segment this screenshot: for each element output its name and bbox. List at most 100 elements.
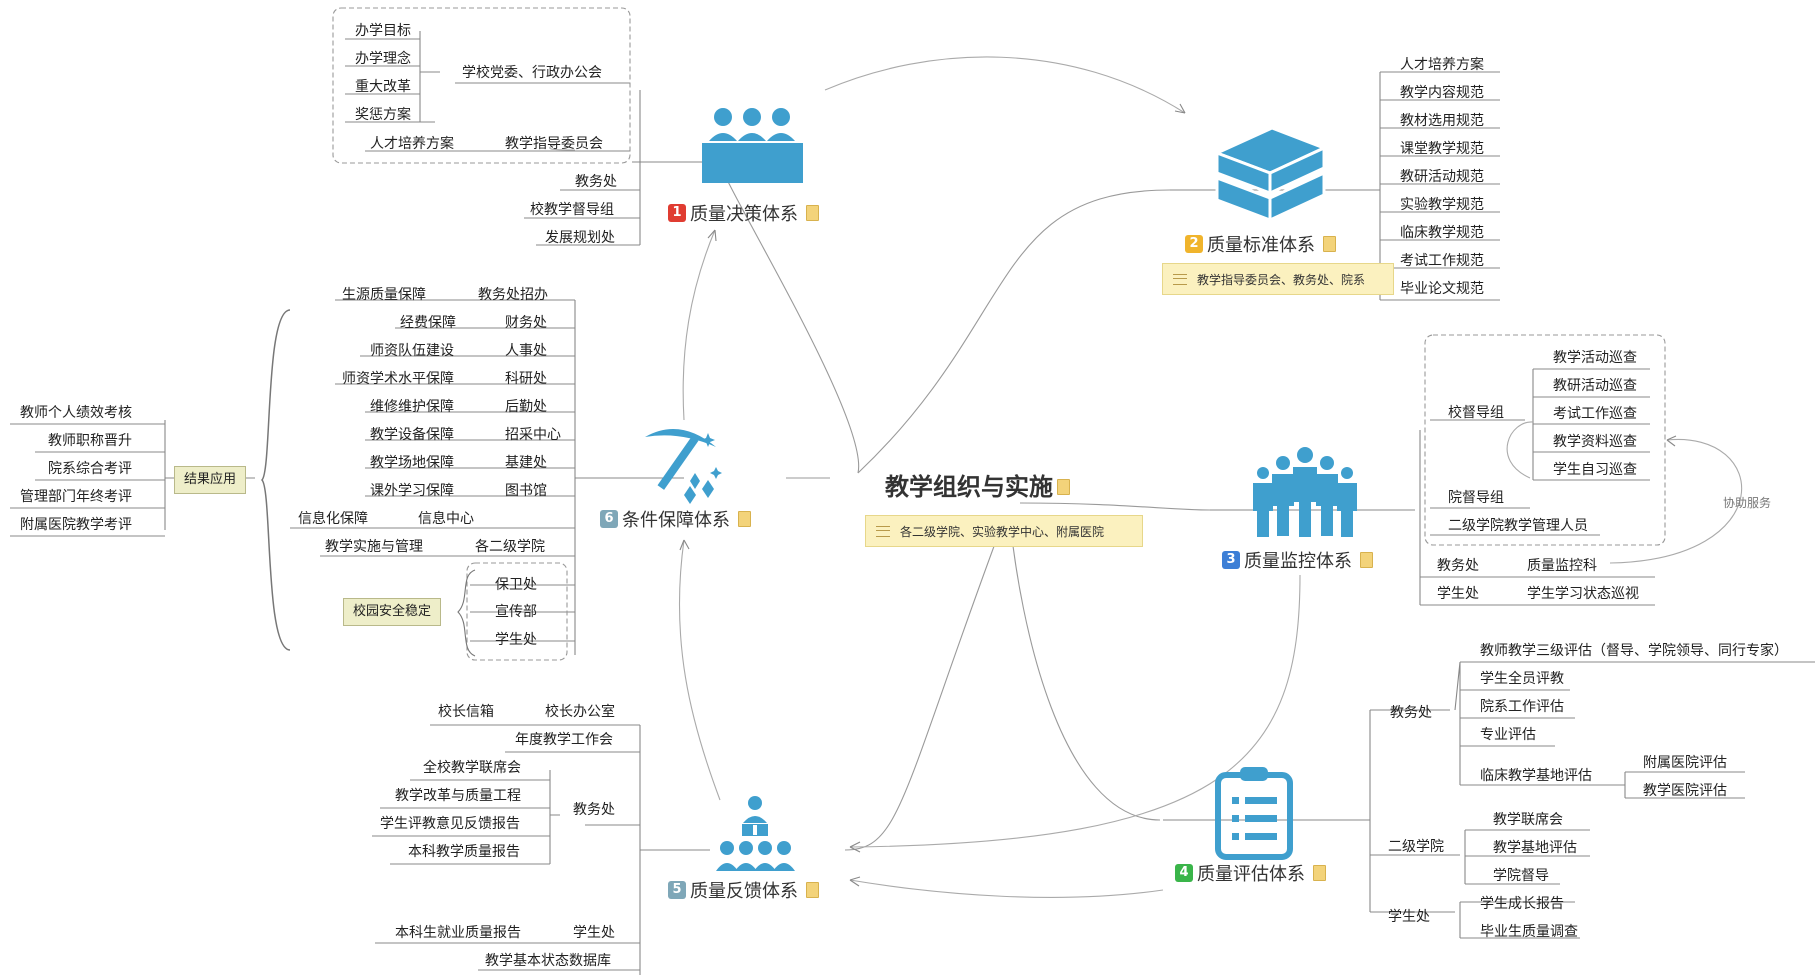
support-dept: 后勤处 (505, 399, 547, 415)
employment-report-node: 本科生就业质量报告 (395, 925, 521, 941)
badge-4: 4 (1175, 864, 1193, 882)
support-system-title: 6 条件保障体系 (600, 506, 751, 532)
college-eval-item: 学院督导 (1493, 868, 1549, 884)
standard-item: 人才培养方案 (1400, 57, 1484, 73)
center-title-text: 教学组织与实施 (885, 473, 1053, 501)
decision-goal: 奖惩方案 (355, 107, 411, 123)
eval-college-node: 二级学院 (1388, 839, 1444, 855)
note-icon (806, 882, 819, 898)
support-title-text: 条件保障体系 (622, 510, 730, 531)
support-item: 信息化保障 (298, 511, 368, 527)
decision-goal: 重大改革 (355, 79, 411, 95)
standard-item: 临床教学规范 (1400, 225, 1484, 241)
feedback-system-title: 5 质量反馈体系 (668, 877, 819, 903)
note-lines-icon (876, 525, 890, 537)
clinical-eval-item: 教学医院评估 (1643, 783, 1727, 799)
assist-service-label: 协助服务 (1723, 496, 1772, 510)
result-item: 附属医院教学考评 (20, 517, 132, 533)
standard-item: 实验教学规范 (1400, 197, 1484, 213)
note-icon (1057, 479, 1070, 495)
college-supervision-node: 院督导组 (1448, 490, 1504, 506)
standard-system-title: 2 质量标准体系 (1185, 231, 1336, 257)
meeting-people-icon (702, 108, 803, 183)
books-icon (1213, 126, 1327, 223)
decision-other-node: 校教学督导组 (530, 202, 614, 218)
safety-item: 学生处 (495, 632, 537, 648)
student-eval-item: 毕业生质量调查 (1480, 924, 1578, 940)
eval-item: 专业评估 (1480, 727, 1536, 743)
result-item: 教师职称晋升 (48, 433, 132, 449)
college-eval-item: 教学联席会 (1493, 812, 1563, 828)
school-supervision-node: 校督导组 (1448, 405, 1504, 421)
note-icon (1360, 552, 1373, 568)
annual-meeting-node: 年度教学工作会 (515, 732, 613, 748)
note-icon (806, 205, 819, 221)
support-item: 教学场地保障 (370, 455, 454, 471)
inspection-item: 教研活动巡查 (1553, 378, 1637, 394)
safety-item: 保卫处 (495, 577, 537, 593)
center-title: 教学组织与实施 (885, 467, 1070, 502)
badge-2: 2 (1185, 235, 1203, 253)
center-note: 各二级学院、实验教学中心、附属医院 (865, 515, 1143, 547)
results-application-node: 结果应用 (174, 466, 247, 494)
result-item: 院系综合考评 (48, 461, 132, 477)
note-lines-icon (1173, 273, 1187, 285)
decision-goal: 办学理念 (355, 51, 411, 67)
decision-other-node: 教务处 (575, 174, 617, 190)
standard-item: 教材选用规范 (1400, 113, 1484, 129)
feedback-academic-affairs-node: 教务处 (573, 802, 615, 818)
inspection-item: 教学活动巡查 (1553, 350, 1637, 366)
support-item: 生源质量保障 (342, 287, 426, 303)
evaluation-system-title: 4 质量评估体系 (1175, 860, 1326, 886)
college-staff-node: 二级学院教学管理人员 (1448, 518, 1588, 534)
feedback-item: 本科教学质量报告 (408, 844, 520, 860)
support-dept: 教务处招办 (478, 287, 548, 303)
note-icon (1313, 865, 1326, 881)
inspection-item: 学生自习巡查 (1553, 462, 1637, 478)
badge-3: 3 (1222, 551, 1240, 569)
feedback-item: 学生评教意见反馈报告 (380, 816, 520, 832)
decision-title-text: 质量决策体系 (690, 204, 798, 225)
support-item: 教学实施与管理 (325, 539, 423, 555)
support-item: 师资队伍建设 (370, 343, 454, 359)
note-icon (738, 511, 751, 527)
pickaxe-icon (645, 429, 722, 504)
standard-item: 教学内容规范 (1400, 85, 1484, 101)
decision-system-title: 1 质量决策体系 (668, 200, 819, 226)
result-item: 管理部门年终考评 (20, 489, 132, 505)
standard-item: 课堂教学规范 (1400, 141, 1484, 157)
student-eval-item: 学生成长报告 (1480, 896, 1564, 912)
mailbox-node: 校长信箱 (438, 704, 494, 720)
speaker-people-icon (716, 796, 795, 871)
eval-item: 学生全员评教 (1480, 671, 1564, 687)
eval-item: 教师教学三级评估（督导、学院领导、同行专家） (1480, 643, 1788, 659)
support-item: 课外学习保障 (370, 483, 454, 499)
inspection-item: 考试工作巡查 (1553, 406, 1637, 422)
eval-item: 临床教学基地评估 (1480, 768, 1592, 784)
safety-item: 宣传部 (495, 604, 537, 620)
decision-goal: 办学目标 (355, 23, 411, 39)
training-plan-node: 人才培养方案 (370, 136, 454, 152)
feedback-student-office-node: 学生处 (573, 925, 615, 941)
badge-5: 5 (668, 881, 686, 899)
eval-student-office-node: 学生处 (1388, 909, 1430, 925)
standard-note-text: 教学指导委员会、教务处、院系 (1197, 272, 1366, 287)
support-item: 师资学术水平保障 (342, 371, 454, 387)
quality-section-node: 质量监控科 (1527, 558, 1597, 574)
crowd-icon (1253, 447, 1357, 537)
support-item: 教学设备保障 (370, 427, 454, 443)
standard-item: 教研活动规范 (1400, 169, 1484, 185)
database-node: 教学基本状态数据库 (485, 953, 611, 969)
college-eval-item: 教学基地评估 (1493, 840, 1577, 856)
evaluation-title-text: 质量评估体系 (1197, 864, 1305, 885)
note-icon (1323, 236, 1336, 252)
clinical-eval-item: 附属医院评估 (1643, 755, 1727, 771)
president-office-node: 校长办公室 (545, 704, 615, 720)
result-item: 教师个人绩效考核 (20, 405, 132, 421)
eval-item: 院系工作评估 (1480, 699, 1564, 715)
campus-safety-node: 校园安全稳定 (343, 598, 442, 626)
feedback-item: 全校教学联席会 (423, 760, 521, 776)
support-item: 经费保障 (400, 315, 456, 331)
feedback-title-text: 质量反馈体系 (690, 881, 798, 902)
support-item: 维修维护保障 (370, 399, 454, 415)
